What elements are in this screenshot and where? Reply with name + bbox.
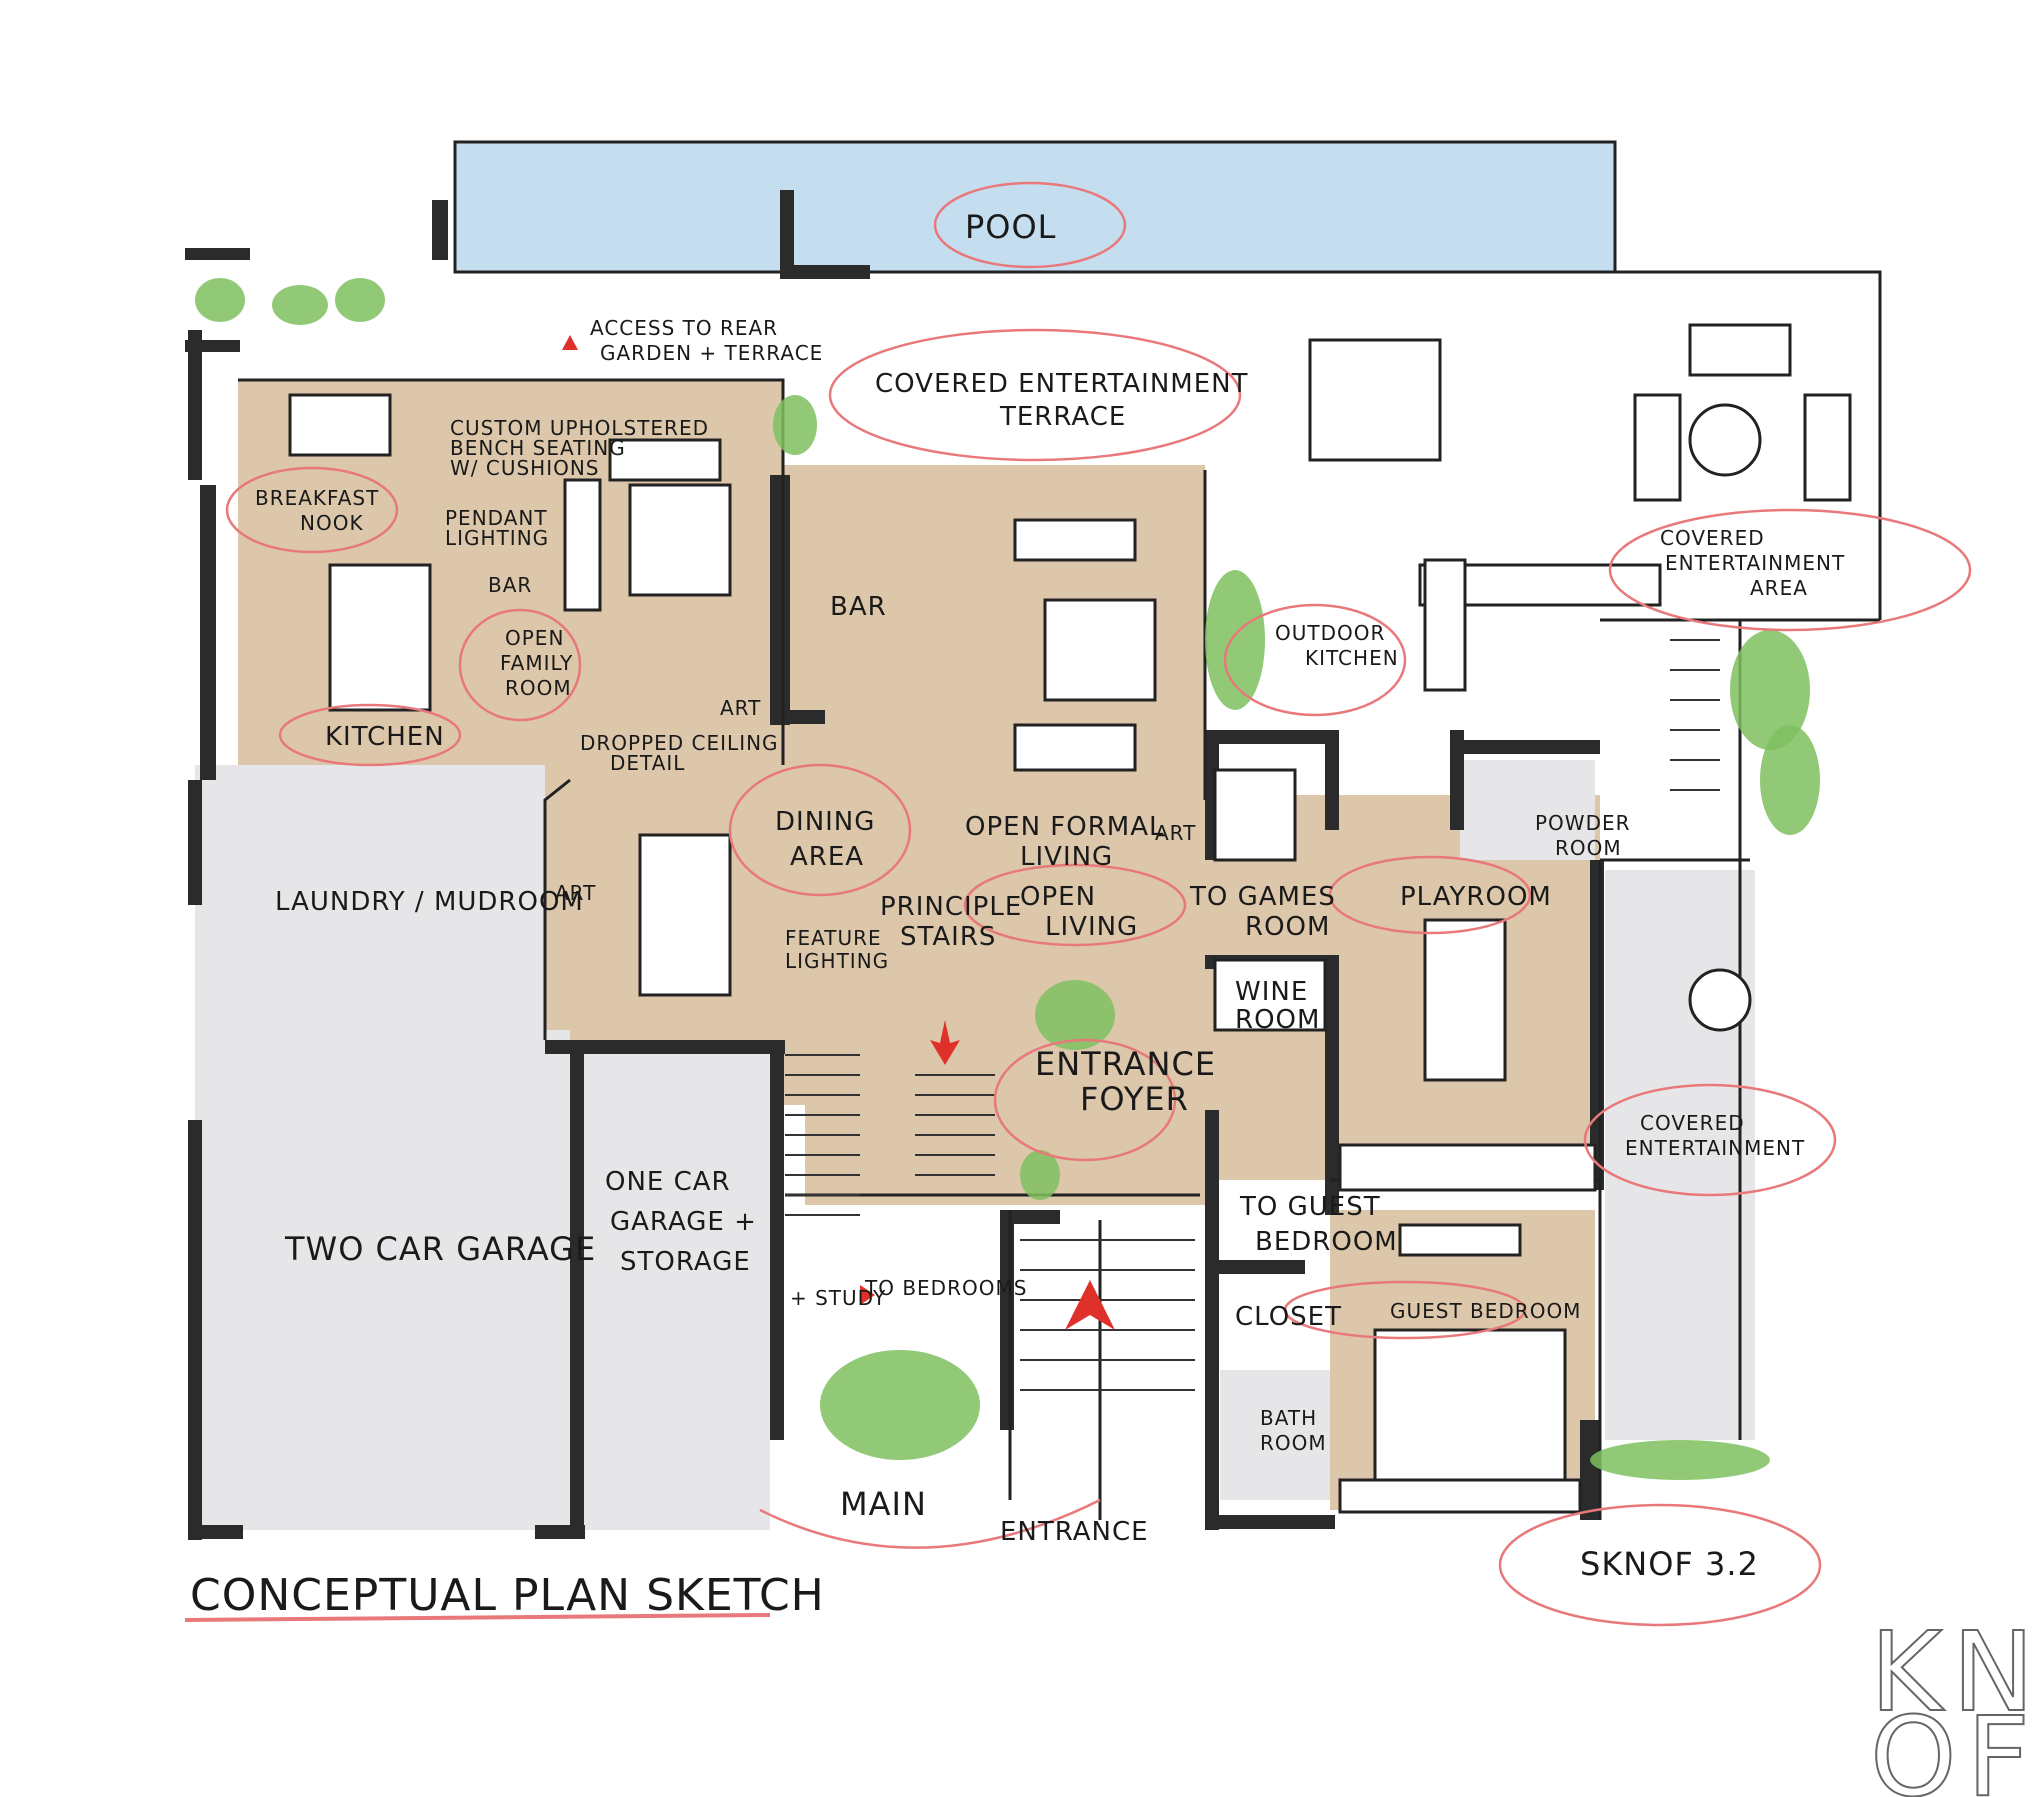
covered-ent2-label: COVERED [1640,1111,1745,1135]
entrance-foyer-label: ENTRANCE [1035,1045,1216,1083]
covered-terrace-label-2: TERRACE [999,402,1126,432]
dining-label-2: AREA [790,842,864,872]
svg-text:KN: KN [1870,1608,2037,1736]
to-games-label: TO GAMES [1189,882,1336,912]
open-living-label-2: LIVING [1045,912,1138,942]
furniture [288,323,1852,1514]
plants [195,278,1820,1480]
to-guest-label: TO GUEST [1239,1192,1381,1222]
bath-label-2: ROOM [1260,1431,1327,1455]
entrance-foyer-label-2: FOYER [1080,1080,1189,1118]
annotation-circles [184,181,1972,1627]
dropped-ceiling-label-2: DETAIL [610,751,685,775]
kitchen-label: KITCHEN [325,722,445,752]
bar-label: BAR [830,592,887,622]
plan-title: CONCEPTUAL PLAN SKETCH [190,1570,825,1621]
dropped-ceiling-label: DROPPED CEILING [580,731,779,755]
access-rear-label: ACCESS TO REAR [590,316,778,340]
art-label-3: ART [555,881,596,905]
laundry-label: LAUNDRY / MUDROOM [275,887,584,917]
pool-label: POOL [965,208,1057,246]
pendant-label-2: LIGHTING [445,526,549,550]
open-family-label-2: FAMILY [500,651,573,675]
wine-room-label-2: ROOM [1235,1005,1320,1035]
open-formal-label: OPEN FORMAL [965,812,1164,842]
art-label-1: ART [720,696,761,720]
art-label-2: ART [1155,821,1196,845]
to-games-label-2: ROOM [1245,912,1330,942]
labels: POOL COVERED ENTERTAINMENT TERRACE ACCES… [190,208,1845,1621]
covered-terrace-label: COVERED ENTERTAINMENT [875,369,1248,399]
floor-fill-grey [195,760,1755,1530]
one-car-label-3: STORAGE [620,1247,751,1277]
covered-area-label-2: ENTERTAINMENT [1665,551,1845,575]
powder-label-2: ROOM [1555,836,1622,860]
pendant-label: PENDANT [445,506,548,530]
entrance-label: ENTRANCE [1000,1517,1149,1547]
bath-label: BATH [1260,1406,1317,1430]
open-family-label-3: ROOM [505,676,572,700]
open-family-label: OPEN [505,626,564,650]
study-label: + STUDY [790,1286,886,1310]
covered-area-label-3: AREA [1750,576,1808,600]
bench-note-label-2: BENCH SEATING [450,436,626,460]
outdoor-kitchen-label-2: KITCHEN [1305,646,1399,670]
outdoor-kitchen-label: OUTDOOR [1275,621,1385,645]
feature-lighting-label: FEATURE [785,926,882,950]
stair-arrow-icon [930,1020,960,1065]
wine-room-label: WINE [1235,977,1308,1007]
to-bedrooms-label: TO BEDROOMS [864,1276,1027,1300]
breakfast-nook-label: BREAKFAST [255,486,379,510]
covered-ent2-label-2: ENTERTAINMENT [1625,1136,1805,1160]
guest-bedroom-label: GUEST BEDROOM [1390,1299,1581,1323]
breakfast-nook-label-2: NOOK [300,511,364,535]
two-car-label: TWO CAR GARAGE [284,1230,596,1268]
powder-label: POWDER [1535,811,1631,835]
one-car-label: ONE CAR [605,1167,731,1197]
principle-stairs-label: PRINCIPLE [880,892,1022,922]
open-living-label: OPEN [1020,882,1096,912]
to-guest-label-2: BEDROOM [1255,1227,1398,1257]
access-rear-label-2: GARDEN + TERRACE [600,341,823,365]
principle-stairs-label-2: STAIRS [900,922,996,952]
dining-label: DINING [775,807,875,837]
main-label: MAIN [840,1485,927,1523]
open-formal-label-2: LIVING [1020,842,1113,872]
bar-small-label: BAR [488,573,532,597]
pool-area [455,142,1615,272]
signature: SKNOF 3.2 [1580,1545,1759,1583]
one-car-label-2: GARAGE + [610,1207,757,1237]
bench-note-label: CUSTOM UPHOLSTERED [450,416,709,440]
playroom-label: PLAYROOM [1400,882,1552,912]
closet-label: CLOSET [1235,1302,1342,1332]
svg-text:OF: OF [1870,1693,2037,1797]
feature-lighting-label-2: LIGHTING [785,949,889,973]
stairs [785,639,1720,1391]
entrance-arrow-icon [1065,1280,1115,1330]
bench-note-label-3: W/ CUSHIONS [450,456,600,480]
logo: KN OF [1869,1607,2037,1797]
red-arrows [562,335,1115,1330]
covered-area-label: COVERED [1660,526,1765,550]
